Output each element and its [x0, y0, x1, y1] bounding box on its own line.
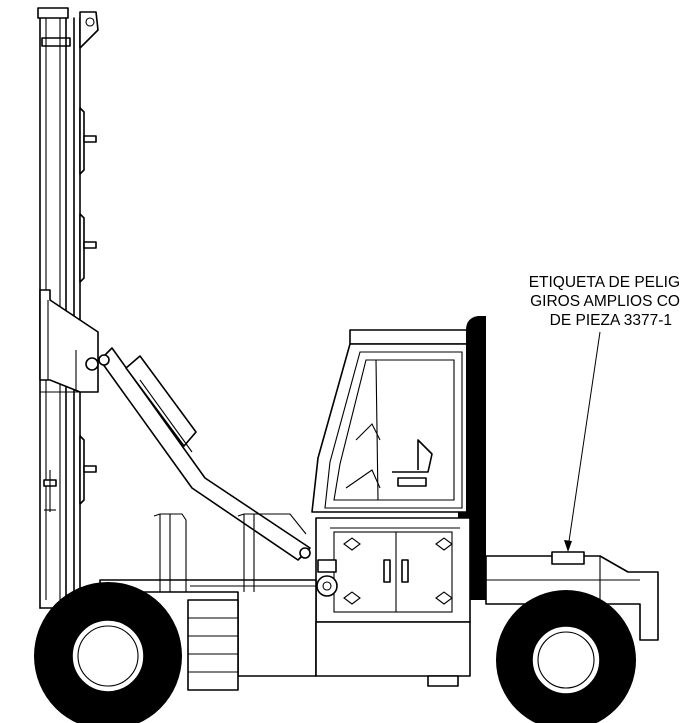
callout-line-1: ETIQUETA DE PELIG — [528, 274, 680, 291]
warning-label-callout: ETIQUETA DE PELIG GIROS AMPLIOS CO DE PI… — [440, 273, 680, 330]
callout-line-3: DE PIEZA 3377-1 — [549, 312, 672, 329]
tilt-cylinder — [98, 347, 311, 561]
callout-leader — [564, 331, 601, 552]
diagram-canvas: ETIQUETA DE PELIG GIROS AMPLIOS CO DE PI… — [34, 7, 680, 723]
container-handler-illustration — [34, 7, 659, 723]
operator-cab — [311, 329, 473, 513]
access-steps — [153, 513, 307, 691]
front-wheel — [34, 582, 182, 723]
callout-line-2: GIROS AMPLIOS CO — [530, 293, 680, 310]
rear-wheel — [496, 590, 636, 723]
mast — [37, 7, 99, 609]
